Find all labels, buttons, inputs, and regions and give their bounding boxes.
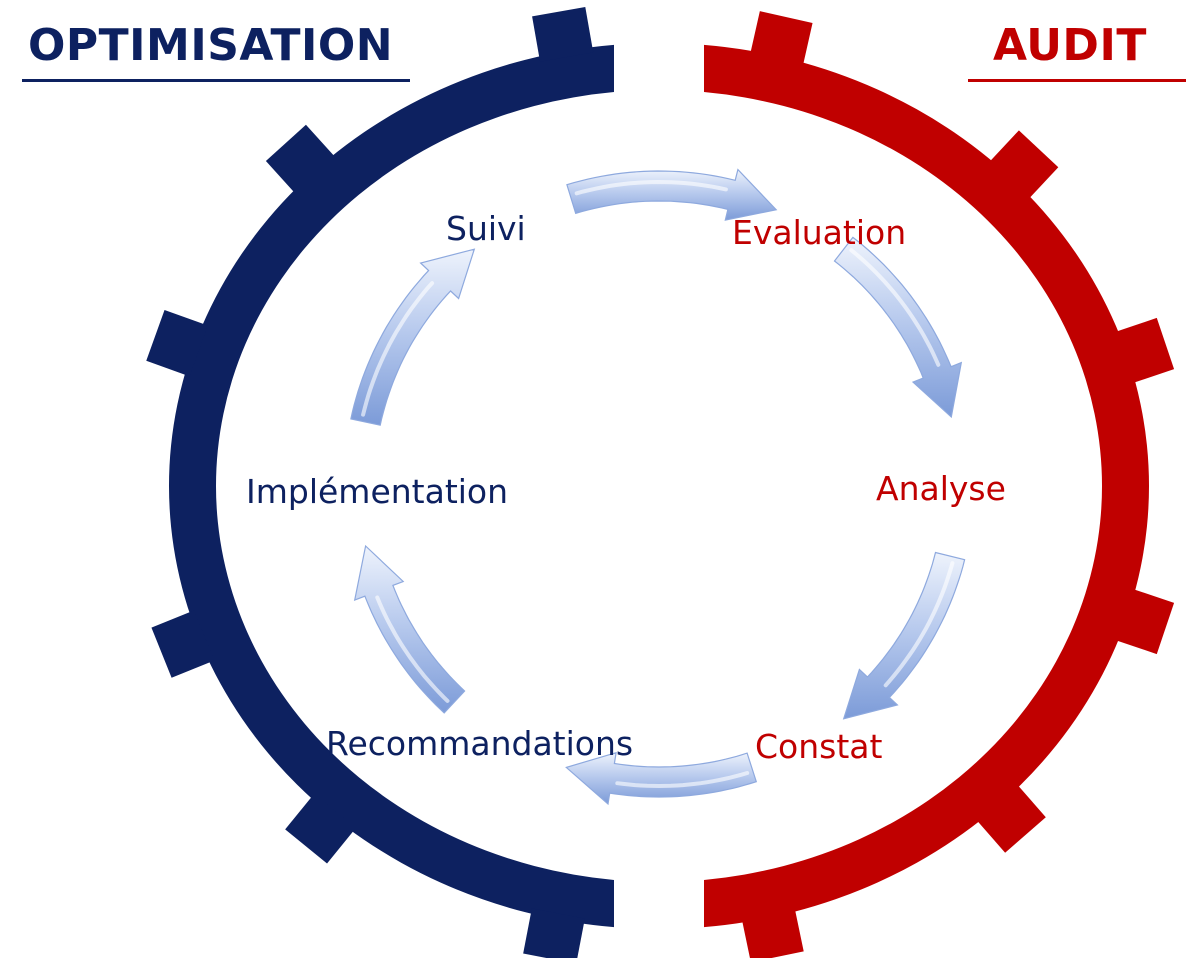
flow-arrow bbox=[842, 551, 966, 720]
title-audit-underline bbox=[968, 79, 1186, 82]
step-implementation: Implémentation bbox=[246, 472, 509, 511]
step-evaluation: Evaluation bbox=[732, 213, 907, 252]
flow-arrow-highlight bbox=[883, 561, 955, 688]
gear-tooth bbox=[523, 908, 585, 958]
title-optimisation: OPTIMISATION bbox=[28, 20, 394, 71]
step-suivi: Suivi bbox=[446, 209, 526, 248]
gear-ring-band bbox=[704, 44, 1150, 928]
step-analyse: Analyse bbox=[876, 469, 1006, 508]
gear-half-audit bbox=[704, 11, 1175, 958]
step-recommandations: Recommandations bbox=[326, 724, 634, 763]
flow-arrow-highlight bbox=[615, 771, 750, 789]
flow-arrow bbox=[833, 236, 963, 419]
gear-ring-band bbox=[168, 44, 614, 928]
title-optimisation-underline bbox=[22, 79, 410, 82]
gear-tooth bbox=[285, 793, 357, 864]
gear-tooth bbox=[741, 906, 804, 958]
flow-arrow bbox=[350, 248, 476, 426]
flow-arrow-highlight bbox=[361, 281, 435, 417]
gear-tooth bbox=[532, 7, 594, 62]
flow-arrow-highlight bbox=[849, 248, 941, 367]
gear-tooth bbox=[146, 309, 208, 377]
gear-tooth bbox=[151, 610, 215, 678]
gear-tooth bbox=[1113, 588, 1175, 655]
gear-tooth bbox=[987, 130, 1059, 201]
gear-tooth bbox=[749, 11, 813, 68]
cycle-arrows bbox=[350, 168, 966, 806]
step-constat: Constat bbox=[755, 727, 883, 766]
flow-arrow bbox=[565, 751, 758, 806]
gear-tooth bbox=[265, 124, 337, 196]
gear-tooth bbox=[1113, 317, 1175, 384]
flow-arrow-highlight bbox=[574, 179, 728, 196]
gear-tooth bbox=[974, 782, 1046, 853]
flow-arrow bbox=[353, 544, 466, 714]
gear-half-optimisation bbox=[146, 7, 614, 958]
flow-arrow bbox=[566, 168, 778, 221]
title-audit: AUDIT bbox=[993, 20, 1147, 71]
flow-arrow-highlight bbox=[375, 595, 450, 703]
